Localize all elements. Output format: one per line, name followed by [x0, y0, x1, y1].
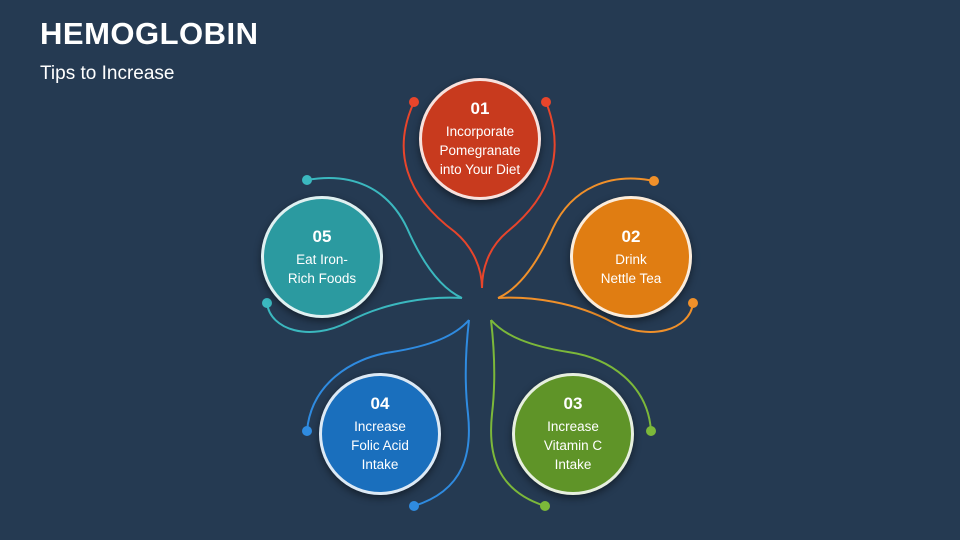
step-05-number: 05: [312, 226, 332, 246]
step-02-number: 02: [621, 226, 641, 246]
step-01-circle: 01 Incorporate Pomegranate into Your Die…: [419, 78, 541, 200]
step-03-circle: 03 Increase Vitamin C Intake: [512, 373, 634, 495]
petal-outline-02: [497, 176, 698, 333]
step-02-text: Drink Nettle Tea: [600, 251, 662, 286]
step-02-circle: 02 Drink Nettle Tea: [570, 196, 692, 318]
step-04-number: 04: [370, 394, 390, 413]
step-03-number: 03: [563, 394, 583, 413]
petal-outline-05: [262, 175, 463, 333]
step-04-circle: 04 Increase Folic Acid Intake: [319, 373, 441, 495]
page-subtitle: Tips to Increase: [40, 63, 175, 84]
step-01-text: Incorporate Pomegranate into Your Diet: [439, 124, 521, 177]
step-04-text: Increase Folic Acid Intake: [351, 419, 409, 472]
step-03-text: Increase Vitamin C Intake: [543, 419, 603, 472]
petal-outline-01: [402, 97, 556, 289]
page-title: HEMOGLOBIN: [40, 16, 259, 51]
petal-outline-03: [490, 319, 656, 511]
petal-outline-04: [302, 319, 470, 511]
step-05-text: Eat Iron- Rich Foods: [287, 251, 357, 286]
step-01-number: 01: [470, 99, 490, 118]
step-05-circle: 05 Eat Iron- Rich Foods: [261, 196, 383, 318]
